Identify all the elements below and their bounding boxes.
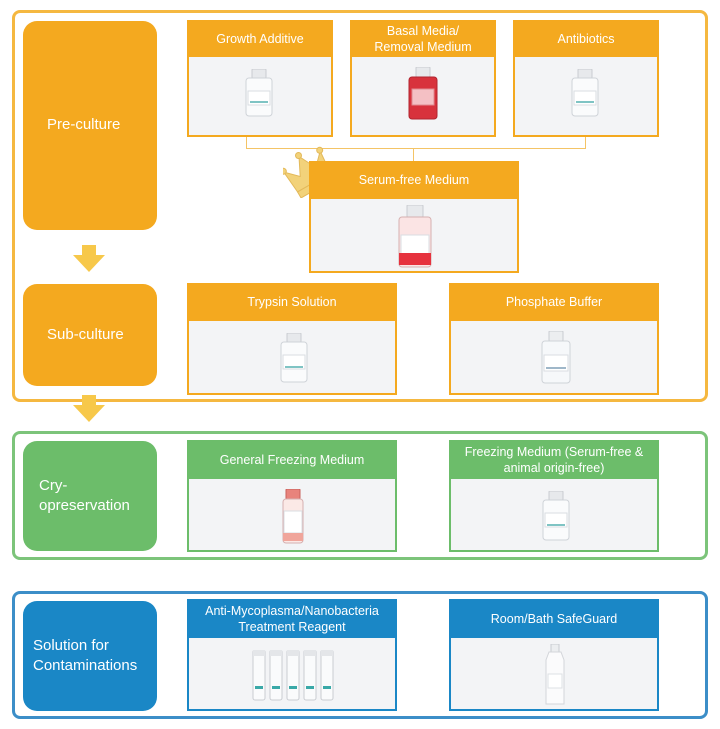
card-growth-additive[interactable]: Growth Additive [187,20,333,137]
bottle-icon [398,205,432,268]
card-trypsin-solution-title: Trypsin Solution [189,285,395,321]
card-room-bath-safeguard[interactable]: Room/Bath SafeGuard [449,599,659,711]
card-freezing-medium-serum-free-title: Freezing Medium (Serum-free & animal ori… [451,442,657,479]
bottle-icon [282,489,304,544]
card-basal-media-title: Basal Media/ Removal Medium [352,22,494,57]
arrow-down-icon [73,245,105,272]
card-anti-mycoplasma[interactable]: Anti-Mycoplasma/Nanobacteria Treatment R… [187,599,397,711]
bottle-icon [571,69,599,117]
connector-stem [413,149,414,161]
tube-icon [252,650,334,701]
stage-cryopreservation-label: Cry- opreservation [39,476,130,514]
stage-pre-culture: Pre-culture [23,21,157,230]
stage-sub-culture-label: Sub-culture [47,325,124,343]
card-basal-media[interactable]: Basal Media/ Removal Medium [350,20,496,137]
stage-pre-culture-label: Pre-culture [47,116,121,134]
connector-bracket [246,137,586,149]
stage-sub-culture: Sub-culture [23,284,157,386]
card-general-freezing-medium-title: General Freezing Medium [189,442,395,479]
card-anti-mycoplasma-title: Anti-Mycoplasma/Nanobacteria Treatment R… [189,601,395,638]
card-trypsin-solution[interactable]: Trypsin Solution [187,283,397,395]
card-serum-free-medium[interactable]: Serum-free Medium [309,161,519,273]
card-room-bath-safeguard-title: Room/Bath SafeGuard [451,601,657,638]
card-antibiotics-title: Antibiotics [515,22,657,57]
stage-contamination: Solution for Contaminations [23,601,157,711]
bottle-icon [245,69,273,117]
culture-section [12,10,708,402]
card-freezing-medium-serum-free[interactable]: Freezing Medium (Serum-free & animal ori… [449,440,659,552]
stage-contamination-label: Solution for Contaminations [33,636,138,674]
contamination-section [12,591,708,719]
bottle-icon [280,333,308,383]
stage-cryopreservation: Cry- opreservation [23,441,157,551]
arrow-down-icon [73,395,105,422]
card-phosphate-buffer-title: Phosphate Buffer [451,285,657,321]
card-antibiotics[interactable]: Antibiotics [513,20,659,137]
cryopreservation-section [12,431,708,560]
bottle-icon [545,644,565,705]
card-phosphate-buffer[interactable]: Phosphate Buffer [449,283,659,395]
card-growth-additive-title: Growth Additive [189,22,331,57]
bottle-icon [408,67,438,120]
bottle-icon [541,331,571,384]
card-serum-free-medium-title: Serum-free Medium [311,163,517,199]
bottle-icon [542,491,570,541]
card-general-freezing-medium[interactable]: General Freezing Medium [187,440,397,552]
